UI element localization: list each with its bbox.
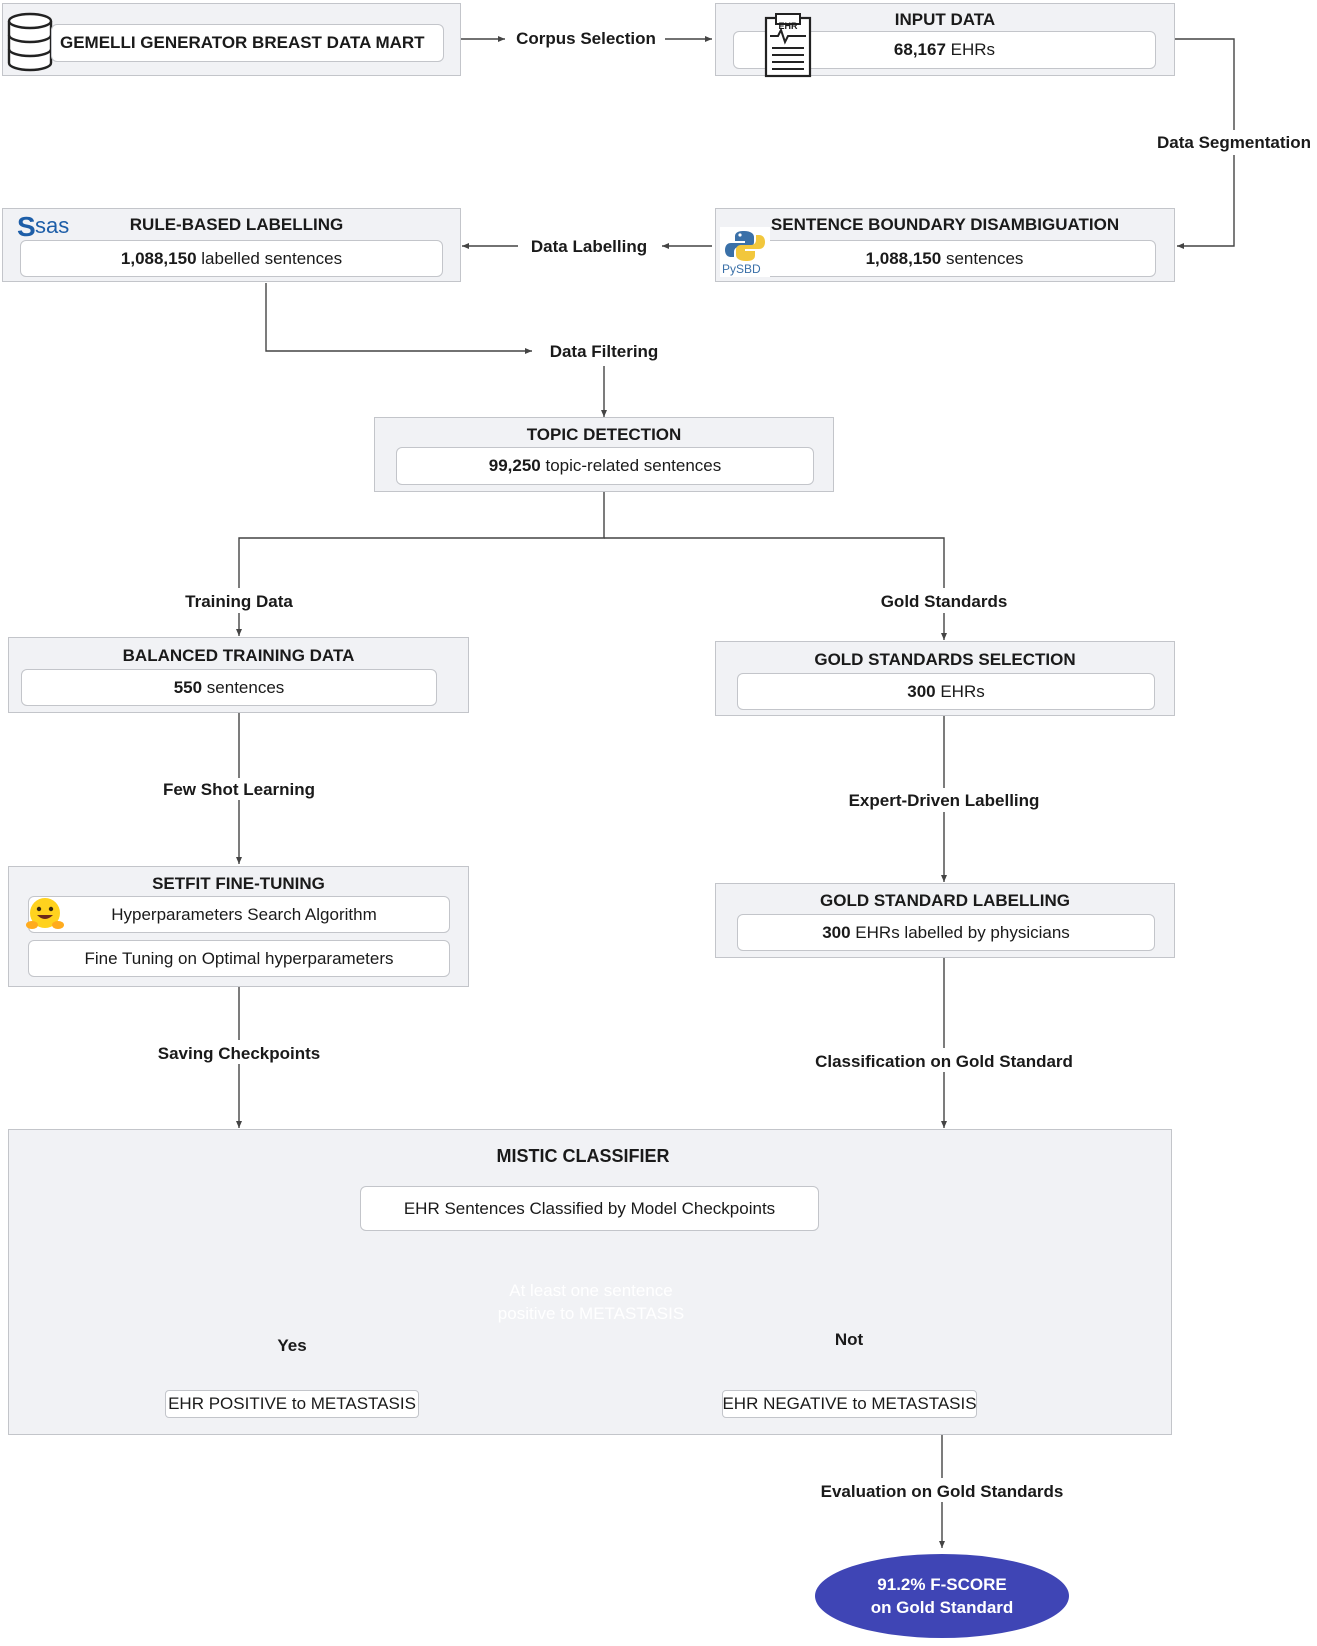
label-corpus-selection: Corpus Selection [516,29,656,48]
gold-labelling-count: 300 [822,922,851,942]
label-few-shot-learning: Few Shot Learning [162,780,316,799]
ehr-negative-box: EHR NEGATIVE to METASTASIS [722,1390,977,1418]
gold-labelling-panel: GOLD STANDARD LABELLING 300 EHRs labelle… [715,883,1175,958]
rule-based-title: RULE-BASED LABELLING [129,215,344,234]
gold-labelling-title: GOLD STANDARD LABELLING [820,891,1070,910]
rule-based-count-box: 1,088,150 labelled sentences [20,240,443,277]
gold-selection-count: 300 [907,681,936,701]
arrow-input-to-segmentation [1175,38,1235,130]
python-logo-icon: PySBD [720,227,770,277]
arrow-topic-split [238,492,605,588]
topic-detection-title: TOPIC DETECTION [526,425,682,444]
setfit-step1: Hyperparameters Search Algorithm [111,904,377,924]
pysbd-logo-text: PySBD [722,262,761,276]
sas-logo-text: sas [35,213,70,238]
result-line-2: on Gold Standard [870,1598,1014,1617]
gold-selection-panel: GOLD STANDARDS SELECTION 300 EHRs [715,641,1175,716]
input-data-title: INPUT DATA [894,10,996,29]
mistic-title: MISTIC CLASSIFIER [496,1146,670,1166]
topic-detection-panel: TOPIC DETECTION 99,250 topic-related sen… [374,417,834,492]
label-expert-driven-labelling: Expert-Driven Labelling [848,791,1040,810]
gold-labelling-count-box: 300 EHRs labelled by physicians [737,914,1155,951]
decision-line-2: positive to METASTASIS [497,1304,685,1323]
rule-based-count: 1,088,150 [120,248,197,268]
setfit-title: SETFIT FINE-TUNING [152,874,325,893]
setfit-panel: SETFIT FINE-TUNING Hyperparameters Searc… [8,866,469,987]
sbd-panel: SENTENCE BOUNDARY DISAMBIGUATION 1,088,1… [715,208,1175,282]
decision-text: At least one sentence positive to METAST… [441,1279,741,1325]
label-evaluation-on-gold-standards: Evaluation on Gold Standards [820,1482,1064,1501]
input-data-unit: EHRs [950,40,996,59]
result-text: 91.2% F-SCORE on Gold Standard [815,1573,1069,1619]
result-line-1: 91.2% F-SCORE [877,1575,1007,1594]
sas-logo-icon: S sas [17,211,87,242]
ehr-icon-label: EHR [778,21,798,31]
balanced-training-panel: BALANCED TRAINING DATA 550 sentences [8,637,469,713]
gold-selection-unit: EHRs [940,681,985,701]
label-yes: Yes [277,1336,307,1355]
label-not: Not [834,1330,864,1349]
rule-based-unit: labelled sentences [201,248,343,268]
setfit-step1-box: Hyperparameters Search Algorithm [28,896,450,933]
balanced-count-box: 550 sentences [21,669,437,706]
mistic-classifier-panel: MISTIC CLASSIFIER [8,1129,1172,1435]
gold-selection-count-box: 300 EHRs [737,673,1155,710]
mistic-classified-text: EHR Sentences Classified by Model Checkp… [403,1198,776,1218]
data-mart-title-box: GEMELLI GENERATOR BREAST DATA MART [51,24,444,62]
arrow-segmentation-to-sbd [1177,155,1235,249]
label-classification-on-gold-standard: Classification on Gold Standard [815,1052,1073,1071]
hugging-face-icon [26,898,64,929]
ehr-negative-text: EHR NEGATIVE to METASTASIS [722,1394,977,1413]
topic-count: 99,250 [488,456,541,475]
label-gold-standards: Gold Standards [880,592,1008,611]
label-data-labelling: Data Labelling [530,237,648,256]
setfit-step2-box: Fine Tuning on Optimal hyperparameters [28,940,450,977]
input-data-panel: INPUT DATA 68,167 EHRs EHR [715,3,1175,78]
ehr-positive-text: EHR POSITIVE to METASTASIS [168,1394,416,1413]
input-data-count: 68,167 [893,40,946,59]
database-icon [7,12,53,72]
result-ellipse [815,1554,1069,1638]
data-mart-panel: GEMELLI GENERATOR BREAST DATA MART [2,3,461,76]
data-mart-title: GEMELLI GENERATOR BREAST DATA MART [60,33,425,52]
topic-unit: topic-related sentences [545,456,722,475]
label-data-filtering: Data Filtering [549,342,659,361]
sbd-count-box: 1,088,150 sentences [733,240,1156,277]
ehr-positive-box: EHR POSITIVE to METASTASIS [165,1390,419,1418]
topic-count-box: 99,250 topic-related sentences [396,447,814,485]
decision-line-1: At least one sentence [509,1281,673,1300]
mistic-classified-box: EHR Sentences Classified by Model Checkp… [360,1186,819,1231]
balanced-unit: sentences [206,677,285,697]
sbd-title: SENTENCE BOUNDARY DISAMBIGUATION [770,215,1120,234]
sbd-unit: sentences [945,248,1024,268]
balanced-training-title: BALANCED TRAINING DATA [122,646,355,665]
arrow-topic-to-gold [604,537,945,588]
sas-logo-s-mark: S [17,211,36,242]
sbd-count: 1,088,150 [865,248,942,268]
gold-selection-title: GOLD STANDARDS SELECTION [814,650,1076,669]
setfit-step2: Fine Tuning on Optimal hyperparameters [84,948,394,968]
arrow-rulebased-to-filtering [265,283,532,354]
label-data-segmentation: Data Segmentation [1157,133,1311,152]
gold-labelling-unit: EHRs labelled by physicians [855,922,1070,942]
balanced-count: 550 [173,677,203,697]
rule-based-panel: S sas RULE-BASED LABELLING 1,088,150 lab… [2,208,461,282]
ehr-clipboard-icon: EHR [764,12,812,78]
label-saving-checkpoints: Saving Checkpoints [157,1044,321,1063]
label-training-data: Training Data [185,592,293,611]
